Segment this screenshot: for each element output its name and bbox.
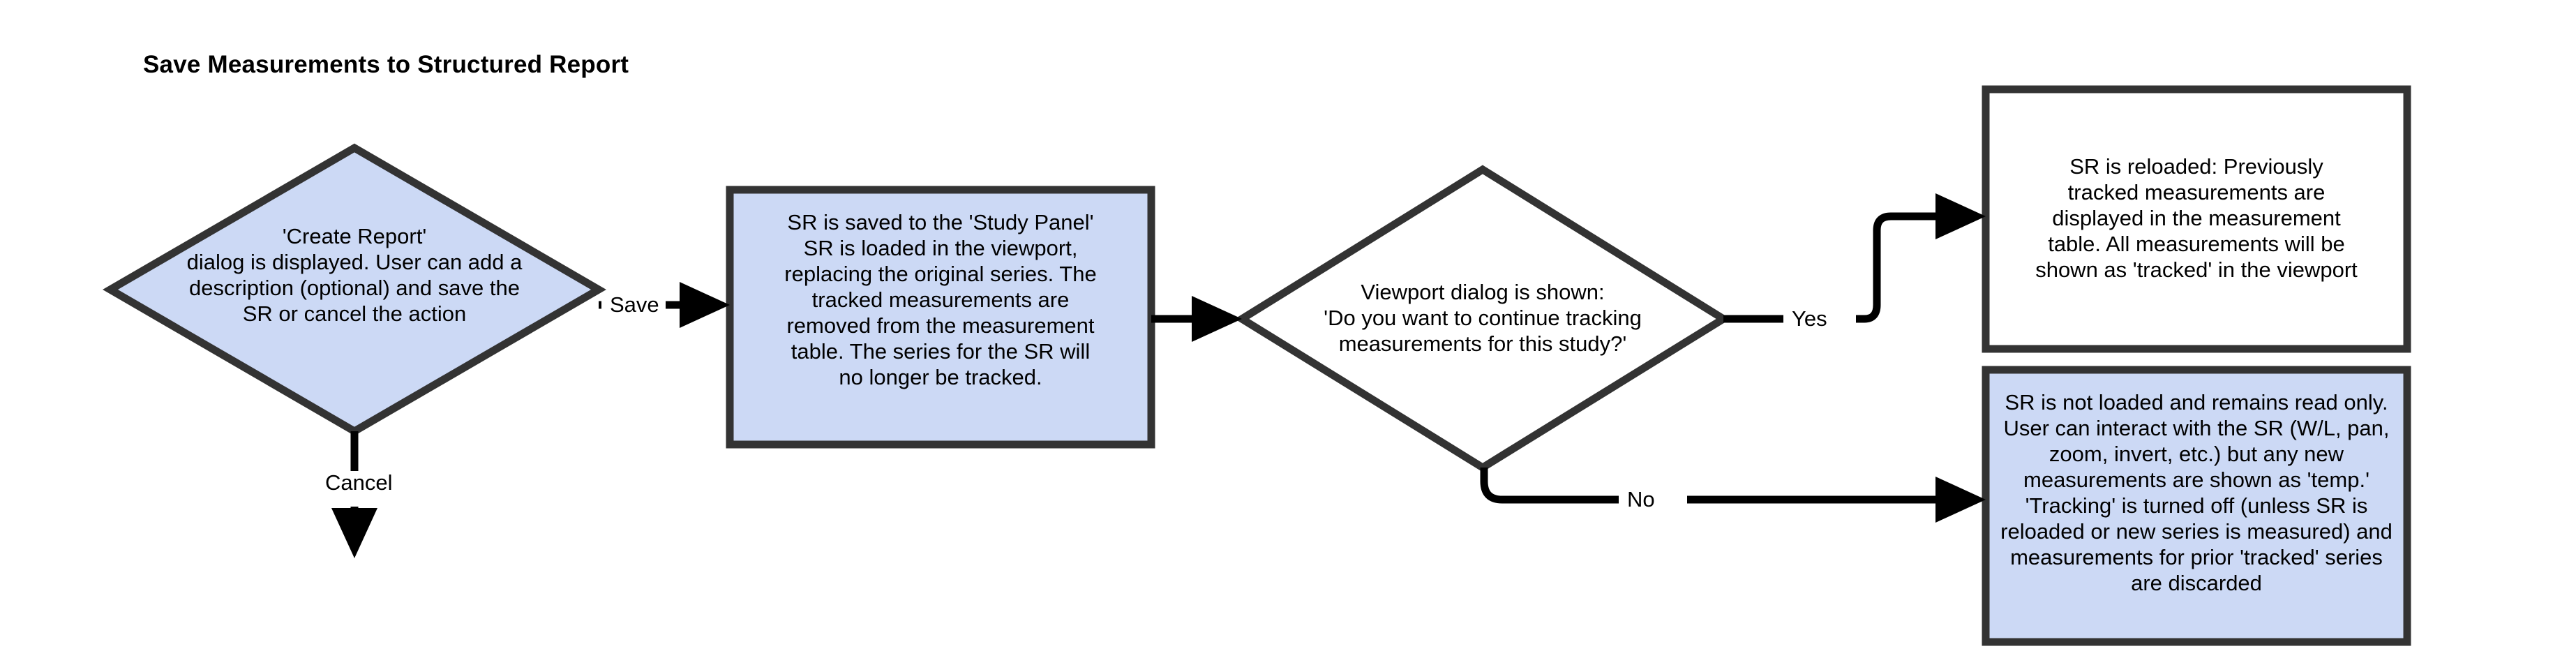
node-viewport-dialog-decision-shape[interactable]	[1234, 165, 1731, 472]
connector-no	[1480, 468, 1986, 523]
node-sr-reloaded-process-shape[interactable]	[1982, 85, 2411, 353]
edge-label-cancel: Cancel	[321, 471, 397, 494]
node-create-report-decision-shape[interactable]	[103, 143, 606, 436]
connector-cancel	[331, 431, 377, 558]
edge-label-no: No	[1623, 488, 1659, 511]
connector-yes	[1723, 193, 1986, 323]
connector-to-viewport-dialog	[1151, 296, 1242, 342]
node-sr-saved-process-shape[interactable]	[726, 186, 1155, 449]
node-sr-readonly-process-shape[interactable]	[1982, 366, 2411, 646]
connector-save	[599, 282, 730, 328]
edge-label-yes: Yes	[1788, 307, 1832, 330]
edge-label-save: Save	[606, 293, 664, 316]
page-title: Save Measurements to Structured Report	[143, 51, 629, 78]
